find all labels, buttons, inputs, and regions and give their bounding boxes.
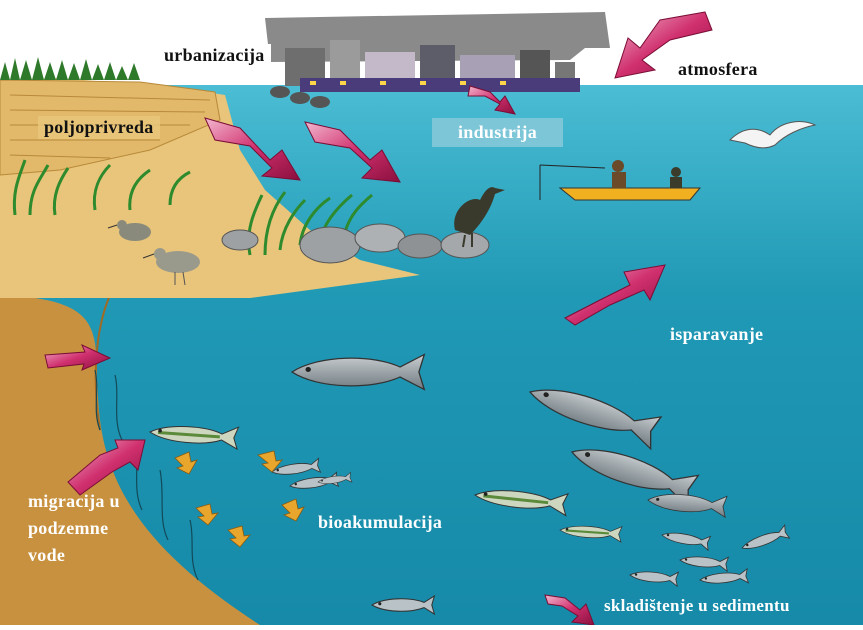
label-groundwater: migracija u podzemne vode bbox=[28, 488, 120, 569]
label-atmosphere: atmosfera bbox=[672, 58, 764, 81]
label-sediment: skladištenje u sedimentu bbox=[604, 596, 790, 616]
label-urbanization: urbanizacija bbox=[158, 44, 271, 67]
label-industry: industrija bbox=[432, 118, 563, 147]
label-bioaccumulation: bioakumulacija bbox=[318, 512, 442, 533]
label-groundwater-line3: vode bbox=[28, 542, 120, 569]
label-evaporation: isparavanje bbox=[670, 324, 763, 345]
label-groundwater-line1: migracija u bbox=[28, 488, 120, 515]
label-agriculture: poljoprivreda bbox=[38, 116, 160, 139]
label-groundwater-line2: podzemne bbox=[28, 515, 120, 542]
